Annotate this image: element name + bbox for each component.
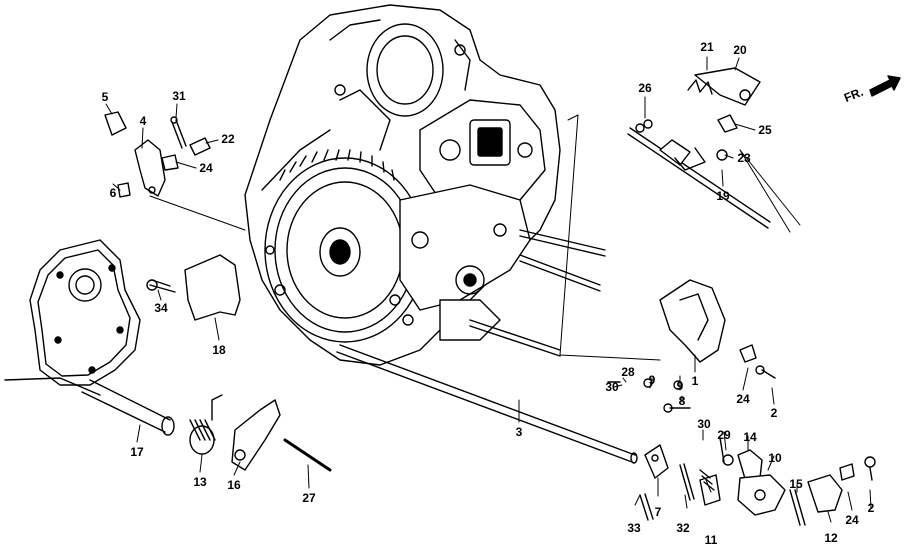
callout-22: 22 bbox=[221, 132, 235, 146]
callout-16: 16 bbox=[227, 478, 241, 492]
callout-32: 32 bbox=[676, 521, 690, 535]
front-direction-arrow bbox=[869, 75, 901, 97]
callout-24-upper-left: 24 bbox=[199, 161, 213, 175]
callout-24-middle-right: 24 bbox=[736, 392, 750, 406]
callout-19: 19 bbox=[716, 189, 730, 203]
callout-23: 23 bbox=[737, 151, 751, 165]
callout-30-right: 30 bbox=[697, 417, 711, 431]
reference-lines bbox=[149, 114, 801, 361]
shift-shaft-3 bbox=[336, 344, 638, 464]
callout-28: 28 bbox=[621, 365, 635, 379]
callout-21: 21 bbox=[700, 40, 714, 54]
callout-13: 13 bbox=[193, 475, 207, 489]
callout-1: 1 bbox=[691, 374, 699, 388]
callout-24-lower-right: 24 bbox=[845, 513, 859, 527]
callout-11: 11 bbox=[704, 533, 718, 547]
callout-17: 17 bbox=[130, 445, 144, 459]
callout-2-lower: 2 bbox=[867, 501, 875, 515]
callout-31: 31 bbox=[172, 89, 186, 103]
transmission-housing bbox=[244, 4, 606, 366]
left-cover bbox=[4, 239, 141, 396]
lower-left-parts bbox=[81, 379, 332, 472]
callout-3: 3 bbox=[515, 425, 523, 439]
callout-26: 26 bbox=[638, 81, 652, 95]
callout-34: 34 bbox=[154, 301, 168, 315]
callout-25: 25 bbox=[758, 123, 772, 137]
callout-20: 20 bbox=[733, 43, 747, 57]
callout-8: 8 bbox=[678, 394, 686, 408]
callout-27: 27 bbox=[302, 491, 316, 505]
callout-33: 33 bbox=[627, 521, 641, 535]
bracket-18 bbox=[146, 254, 241, 321]
callout-9-right: 9 bbox=[676, 379, 684, 393]
callout-leaders bbox=[105, 56, 872, 523]
shift-rod-assembly bbox=[627, 67, 771, 229]
callout-6: 6 bbox=[109, 186, 117, 200]
callout-29: 29 bbox=[717, 428, 731, 442]
callout-7: 7 bbox=[654, 505, 662, 519]
callout-5: 5 bbox=[101, 90, 109, 104]
callout-12: 12 bbox=[824, 531, 838, 545]
bracket-assembly bbox=[104, 111, 211, 198]
callout-30-left: 30 bbox=[605, 380, 619, 394]
callout-10: 10 bbox=[768, 451, 782, 465]
callout-2-upper: 2 bbox=[770, 406, 778, 420]
callout-14: 14 bbox=[743, 430, 757, 444]
shift-fork-assembly bbox=[607, 279, 876, 526]
callout-18: 18 bbox=[212, 343, 226, 357]
callout-4: 4 bbox=[139, 114, 147, 128]
callout-9-left: 9 bbox=[648, 373, 656, 387]
callout-15: 15 bbox=[789, 477, 803, 491]
